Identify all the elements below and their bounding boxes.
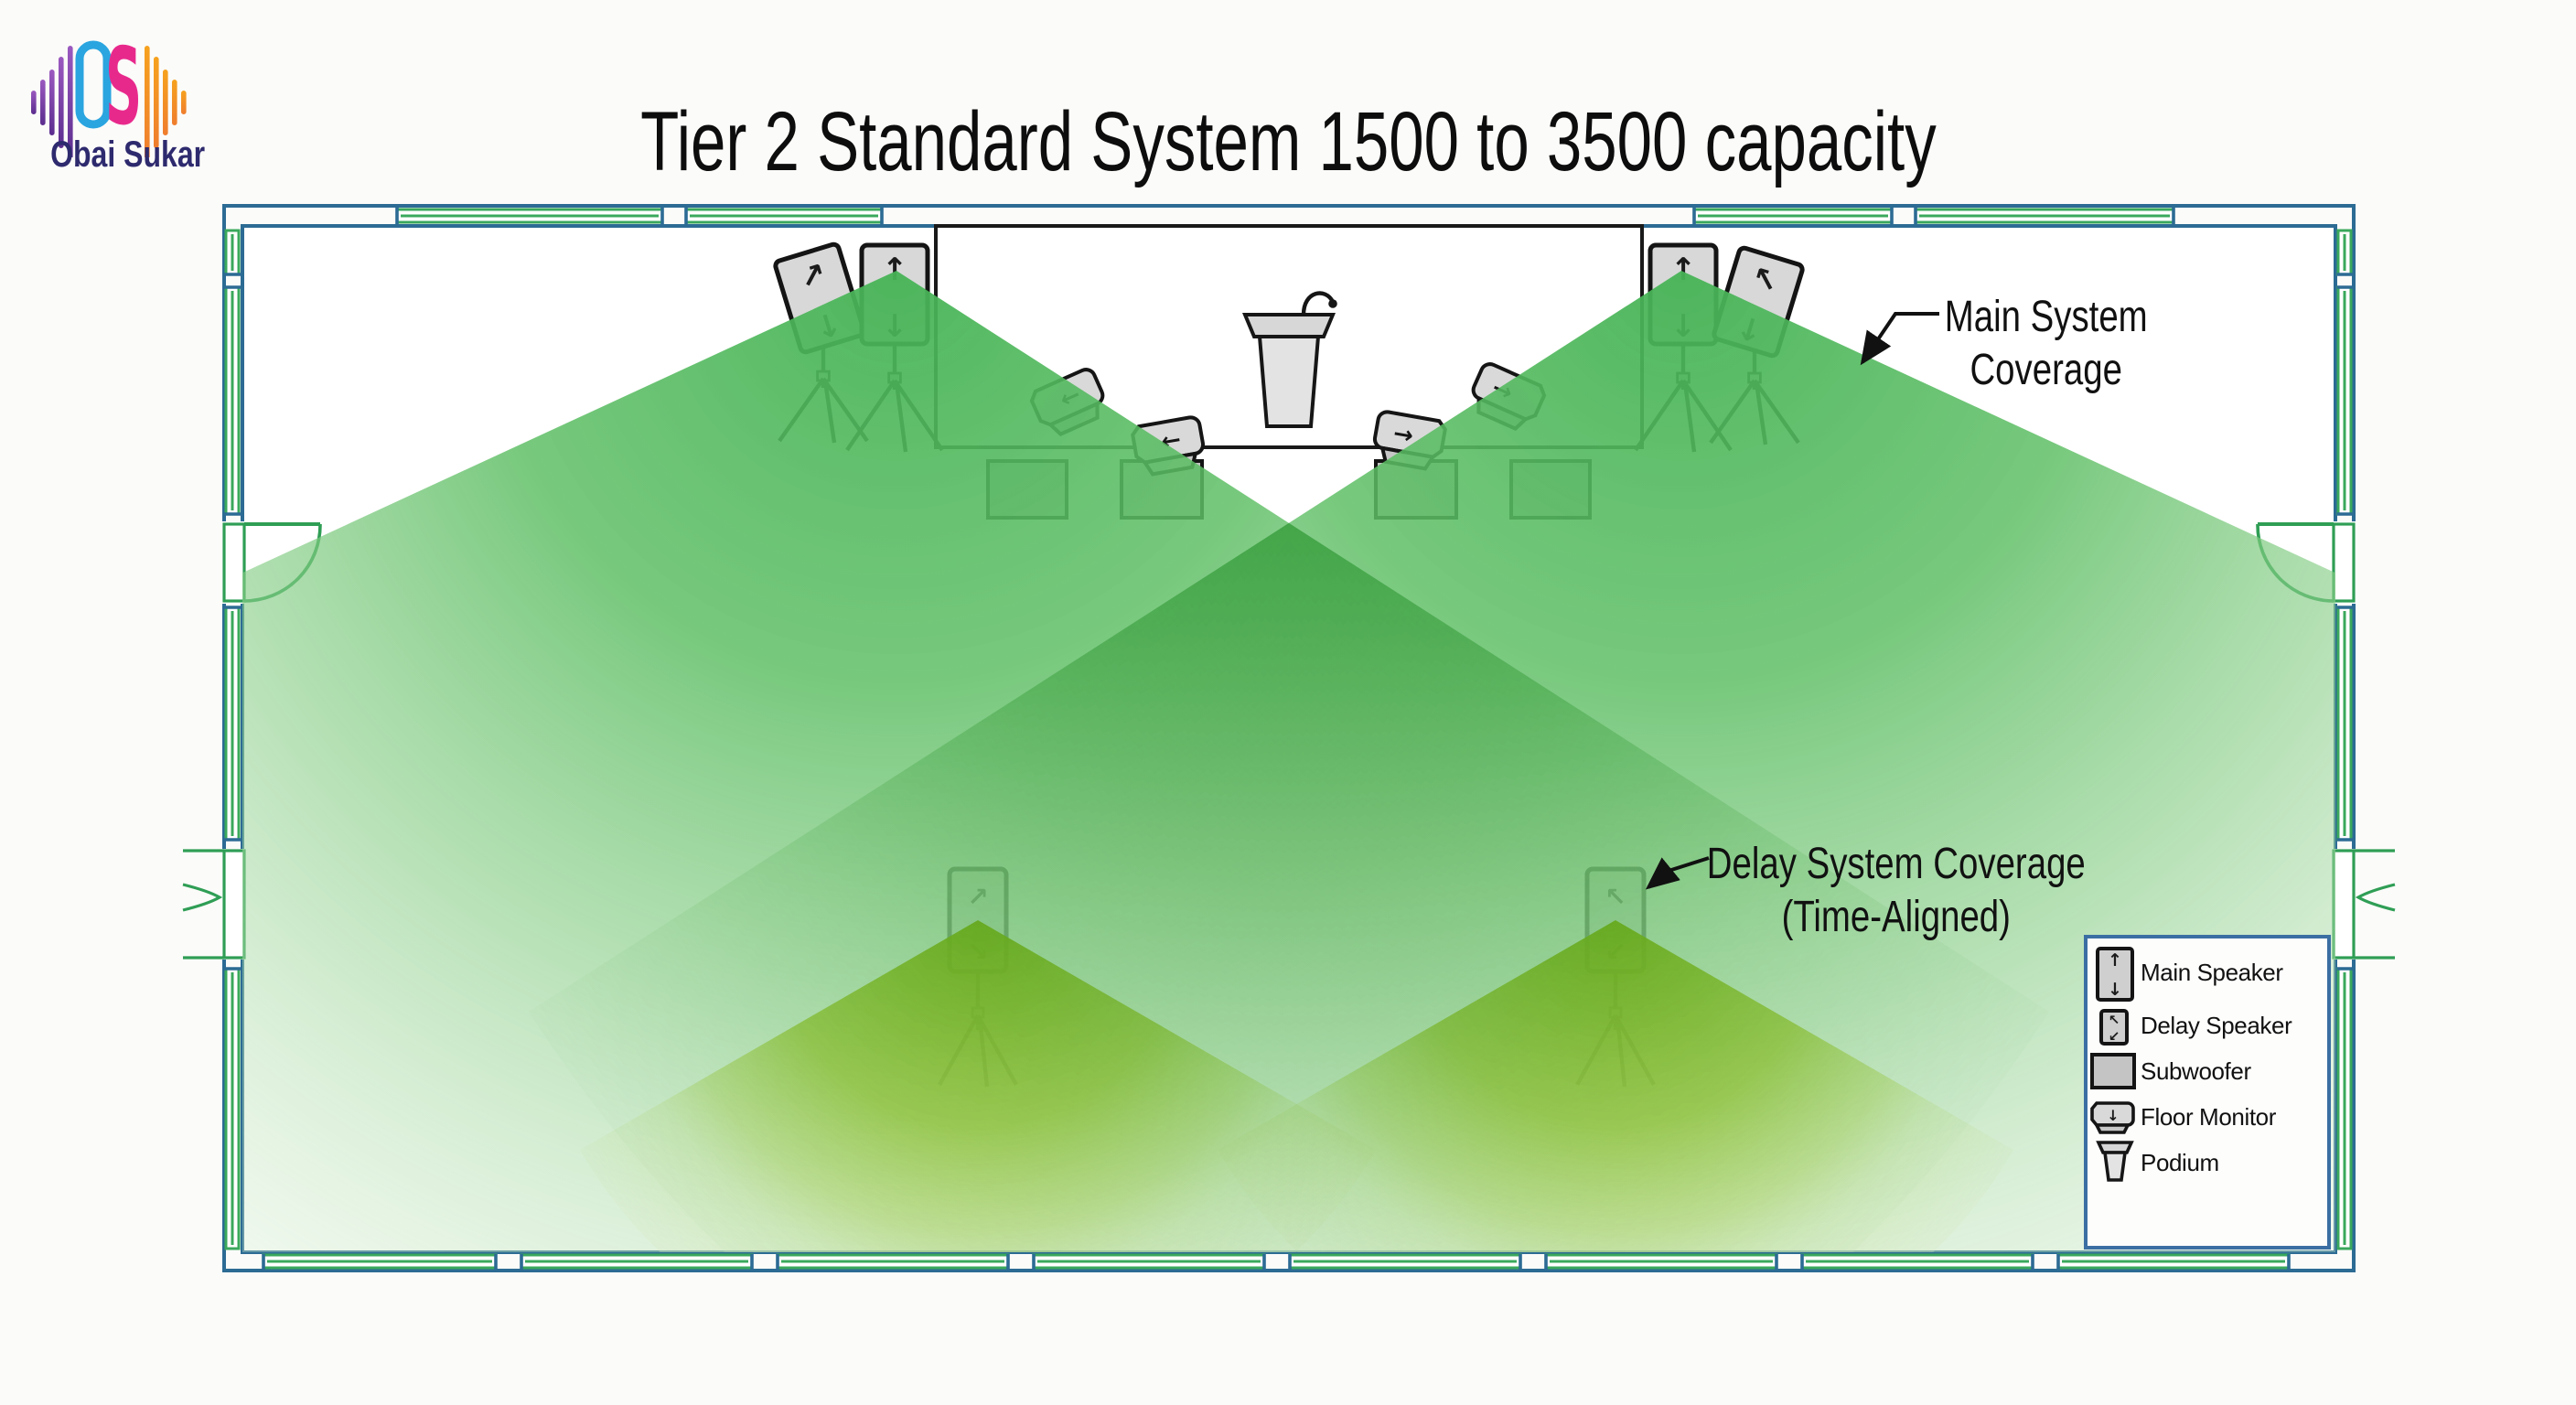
wall-windows — [224, 208, 2353, 1270]
microphone-icon — [1328, 299, 1337, 308]
brand-name: Obai Sukar — [50, 135, 206, 176]
main-coverage-label-line2: Coverage — [1969, 346, 2122, 395]
arrow-down-left-icon: ↙ — [2109, 1028, 2120, 1045]
waveform-bars-left — [31, 46, 73, 157]
monogram-o — [75, 40, 112, 129]
arrow-down-icon: ↓ — [2108, 980, 2122, 1000]
coverage-cones — [242, 271, 2335, 1252]
podium — [1242, 291, 1337, 428]
legend-label-podium: Podium — [2141, 1149, 2219, 1176]
subwoofer-icon — [2090, 1053, 2136, 1089]
legend-label-delay-speaker: Delay Speaker — [2141, 1012, 2292, 1039]
waveform-bars-right — [145, 46, 187, 157]
podium-icon — [2096, 1141, 2134, 1182]
delay-coverage-left — [580, 920, 1376, 1252]
legend-label-subwoofer: Subwoofer — [2141, 1057, 2251, 1085]
arrow-up-left-icon: ↖ — [2109, 1012, 2120, 1028]
logo: S Obai Sukar — [18, 15, 238, 198]
arrow-up-icon: ↑ — [2108, 950, 2122, 971]
logo-mark: S — [31, 27, 187, 157]
legend-label-floor-monitor: Floor Monitor — [2141, 1103, 2276, 1131]
main-speaker-icon: ↑ ↓ — [2096, 947, 2134, 1002]
page-title: Tier 2 Standard System 1500 to 3500 capa… — [639, 93, 1937, 188]
floor-monitor-icon: ↓ — [2090, 1101, 2135, 1134]
legend: ↑ ↓ Main Speaker ↖ ↙ Delay Speaker Subwo… — [2084, 935, 2331, 1249]
delay-speaker-icon: ↖ ↙ — [2099, 1009, 2129, 1046]
door-left-double — [182, 849, 246, 960]
main-coverage-label-line1: Main System — [1944, 293, 2147, 342]
arrow-down-icon: ↓ — [2107, 1107, 2119, 1124]
delay-coverage-leader — [1645, 856, 1710, 890]
main-coverage-leader — [1860, 312, 1939, 366]
door-right-double — [2332, 849, 2396, 960]
legend-label-main-speaker: Main Speaker — [2141, 959, 2283, 986]
delay-coverage-label: Delay System Coverage (Time-Aligned) — [1621, 838, 2170, 944]
leader-arrows — [1645, 312, 1939, 890]
delay-coverage-label-line2: (Time-Aligned) — [1780, 893, 2011, 942]
main-coverage-label: Main System Coverage — [1771, 291, 2320, 397]
delay-coverage-right — [1218, 920, 2013, 1252]
wall-posts — [224, 208, 2354, 1271]
monogram-s: S — [105, 27, 142, 149]
delay-coverage-label-line1: Delay System Coverage — [1705, 840, 2086, 889]
